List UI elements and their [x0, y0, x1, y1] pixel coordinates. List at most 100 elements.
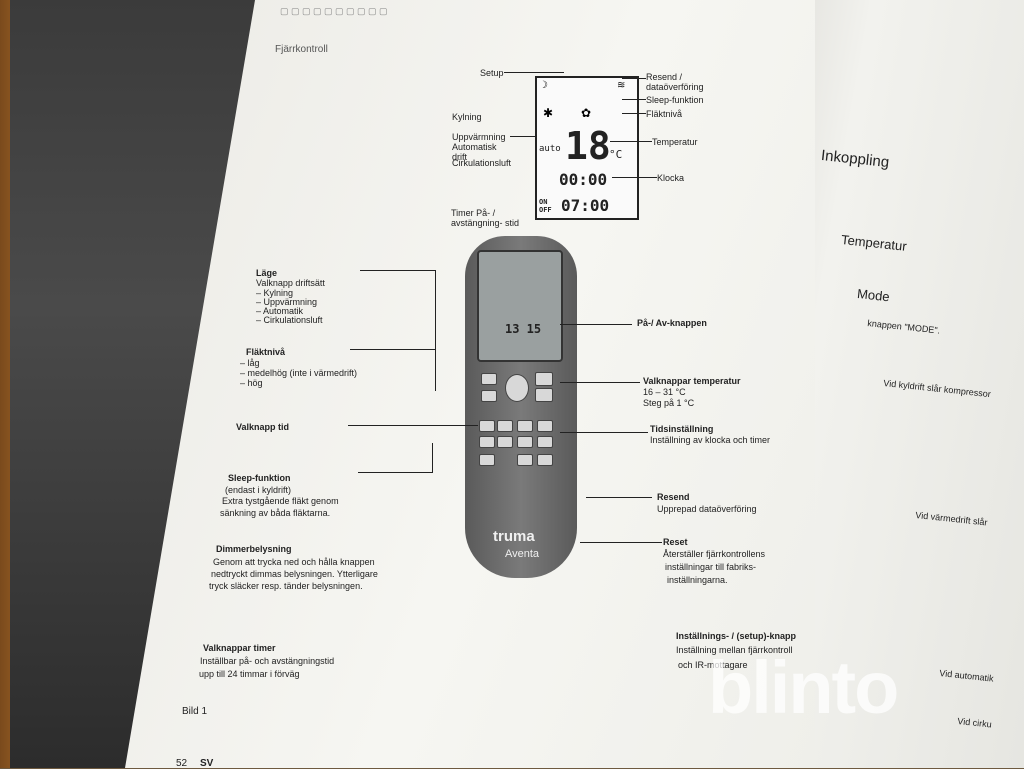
fan-icon: ✿: [581, 106, 592, 120]
time-set-button[interactable]: [537, 420, 553, 432]
callout-timeset-text: Inställning av klocka och timer: [650, 435, 771, 445]
leader-line: [612, 177, 657, 178]
resend-button[interactable]: [537, 454, 553, 466]
figure-label: Bild 1: [182, 706, 208, 717]
leader-line: [510, 136, 536, 137]
callout-mode-item: – Kylning: [256, 288, 294, 298]
signal-icon: ≋: [617, 80, 626, 91]
label-sleep: Sleep-funktion: [646, 95, 704, 105]
remote-lcd: 13 15: [477, 250, 563, 362]
brand-logo: truma: [493, 528, 535, 545]
callout-resend-text: Upprepad dataöverföring: [657, 504, 757, 514]
leader-line: [435, 349, 436, 391]
callout-setup-text: och IR-mottagare: [678, 660, 748, 670]
time-minus-button[interactable]: [517, 436, 533, 448]
leader-line: [560, 382, 640, 383]
callout-reset-text: Återställer fjärrkontrollens: [663, 549, 766, 559]
callout-dimmer-text: Genom att trycka ned och hålla knappen: [213, 557, 375, 567]
auto-text: auto: [539, 144, 561, 154]
time-button[interactable]: [479, 420, 495, 432]
power-button[interactable]: [505, 374, 529, 402]
callout-temp-text: Steg på 1 °C: [643, 398, 695, 408]
callout-fan-item: – låg: [240, 358, 260, 368]
fan-button[interactable]: [481, 390, 497, 402]
label-auto: Automatisk drift: [452, 142, 497, 162]
label-timer: Timer På- / avstängning- stid: [451, 208, 520, 228]
label-setup: Setup: [480, 68, 504, 78]
temp-value: 18: [565, 124, 611, 168]
callout-sleep-text: sänkning av båda fläktarna.: [220, 508, 331, 518]
setup-button[interactable]: [517, 454, 533, 466]
timer-off-button[interactable]: [517, 420, 533, 432]
callout-timeset-title: Tidsinställning: [650, 424, 714, 434]
leader-line: [622, 99, 646, 100]
callout-onoff-title: På-/ Av-knappen: [637, 318, 707, 328]
mode-button[interactable]: [481, 373, 497, 385]
callout-fan-item: – hög: [240, 378, 263, 388]
callout-dimmer-text: tryck släcker resp. tänder belysningen.: [209, 581, 363, 591]
temp-up-button[interactable]: [535, 372, 553, 386]
label-fan: Fläktnivå: [646, 109, 683, 119]
callout-sleep-text: Extra tystgående fläkt genom: [222, 496, 339, 506]
timer-on-button[interactable]: [497, 420, 513, 432]
watermark-logo: blinto: [708, 646, 899, 729]
callout-dimmer-text: nedtryckt dimmas belysningen. Ytterligar…: [211, 569, 378, 579]
leader-line: [350, 349, 435, 350]
remote-control: 13 15 truma Aventa: [465, 236, 577, 578]
leader-line: [580, 542, 662, 543]
leader-line: [622, 113, 646, 114]
off-text: OFF: [539, 206, 552, 214]
temp-unit: °C: [609, 148, 623, 161]
label-resend: Resend / dataöverföring: [646, 72, 704, 92]
callout-mode-item: – Uppvärmning: [256, 297, 318, 307]
callout-setup-text: Inställning mellan fjärrkontroll: [676, 645, 793, 655]
callout-resend-title: Resend: [657, 492, 690, 502]
label-circulation: Cirkulationsluft: [452, 158, 512, 168]
callout-reset-title: Reset: [663, 537, 688, 547]
callout-timer-text: Inställbar på- och avstängningstid: [200, 656, 335, 666]
callout-reset-text: inställningarna.: [667, 575, 728, 585]
leader-line: [360, 270, 435, 271]
faded-header-text: ▢ ▢ ▢ ▢ ▢ ▢ ▢ ▢ ▢ ▢: [280, 6, 388, 16]
leader-line: [504, 72, 564, 73]
timer-value: 07:00: [561, 196, 610, 215]
leader-line: [435, 270, 436, 374]
leader-line: [560, 432, 648, 433]
callout-dimmer-title: Dimmerbelysning: [216, 544, 292, 554]
callout-temp-title: Valknappar temperatur: [643, 376, 741, 386]
snowflake-icon: ✱: [543, 106, 554, 120]
callout-sleep-text: (endast i kyldrift): [225, 485, 292, 495]
callout-time-title: Valknapp tid: [236, 422, 290, 432]
callout-mode-item: – Cirkulationsluft: [256, 315, 323, 325]
label-clock: Klocka: [657, 173, 685, 183]
leader-line: [610, 141, 652, 142]
temp-down-button[interactable]: [535, 388, 553, 402]
dimmer-button[interactable]: [479, 454, 495, 466]
remote-lcd-time: 13 15: [505, 322, 542, 336]
callout-mode-sub: Valknapp driftsätt: [256, 278, 325, 288]
label-cooling: Kylning: [452, 112, 482, 122]
callout-timer-text: upp till 24 timmar i förväg: [199, 669, 300, 679]
page-number: 52: [176, 758, 188, 769]
timer-select-button[interactable]: [497, 436, 513, 448]
language-code: SV: [200, 758, 214, 769]
label-temperature: Temperatur: [652, 137, 698, 147]
clock-value: 00:00: [559, 170, 608, 189]
section-heading: Fjärrkontroll: [275, 44, 328, 55]
model-name: Aventa: [505, 548, 540, 560]
leader-line: [586, 497, 652, 498]
setup-icon: ☽: [539, 80, 548, 91]
callout-sleep-title: Sleep-funktion: [228, 473, 291, 483]
leader-line: [560, 324, 632, 325]
callout-mode-item: – Automatik: [256, 306, 304, 316]
leader-line: [432, 443, 433, 473]
time-plus-button[interactable]: [537, 436, 553, 448]
leader-line: [358, 472, 433, 473]
callout-reset-text: inställningar till fabriks-: [665, 562, 757, 572]
label-heating: Uppvärmning: [452, 132, 506, 142]
callout-fan-title: Fläktnivå: [246, 347, 286, 357]
sleep-button[interactable]: [479, 436, 495, 448]
leader-line: [622, 78, 646, 79]
leader-line: [348, 425, 478, 426]
callout-setup-title: Inställnings- / (setup)-knapp: [676, 631, 797, 641]
